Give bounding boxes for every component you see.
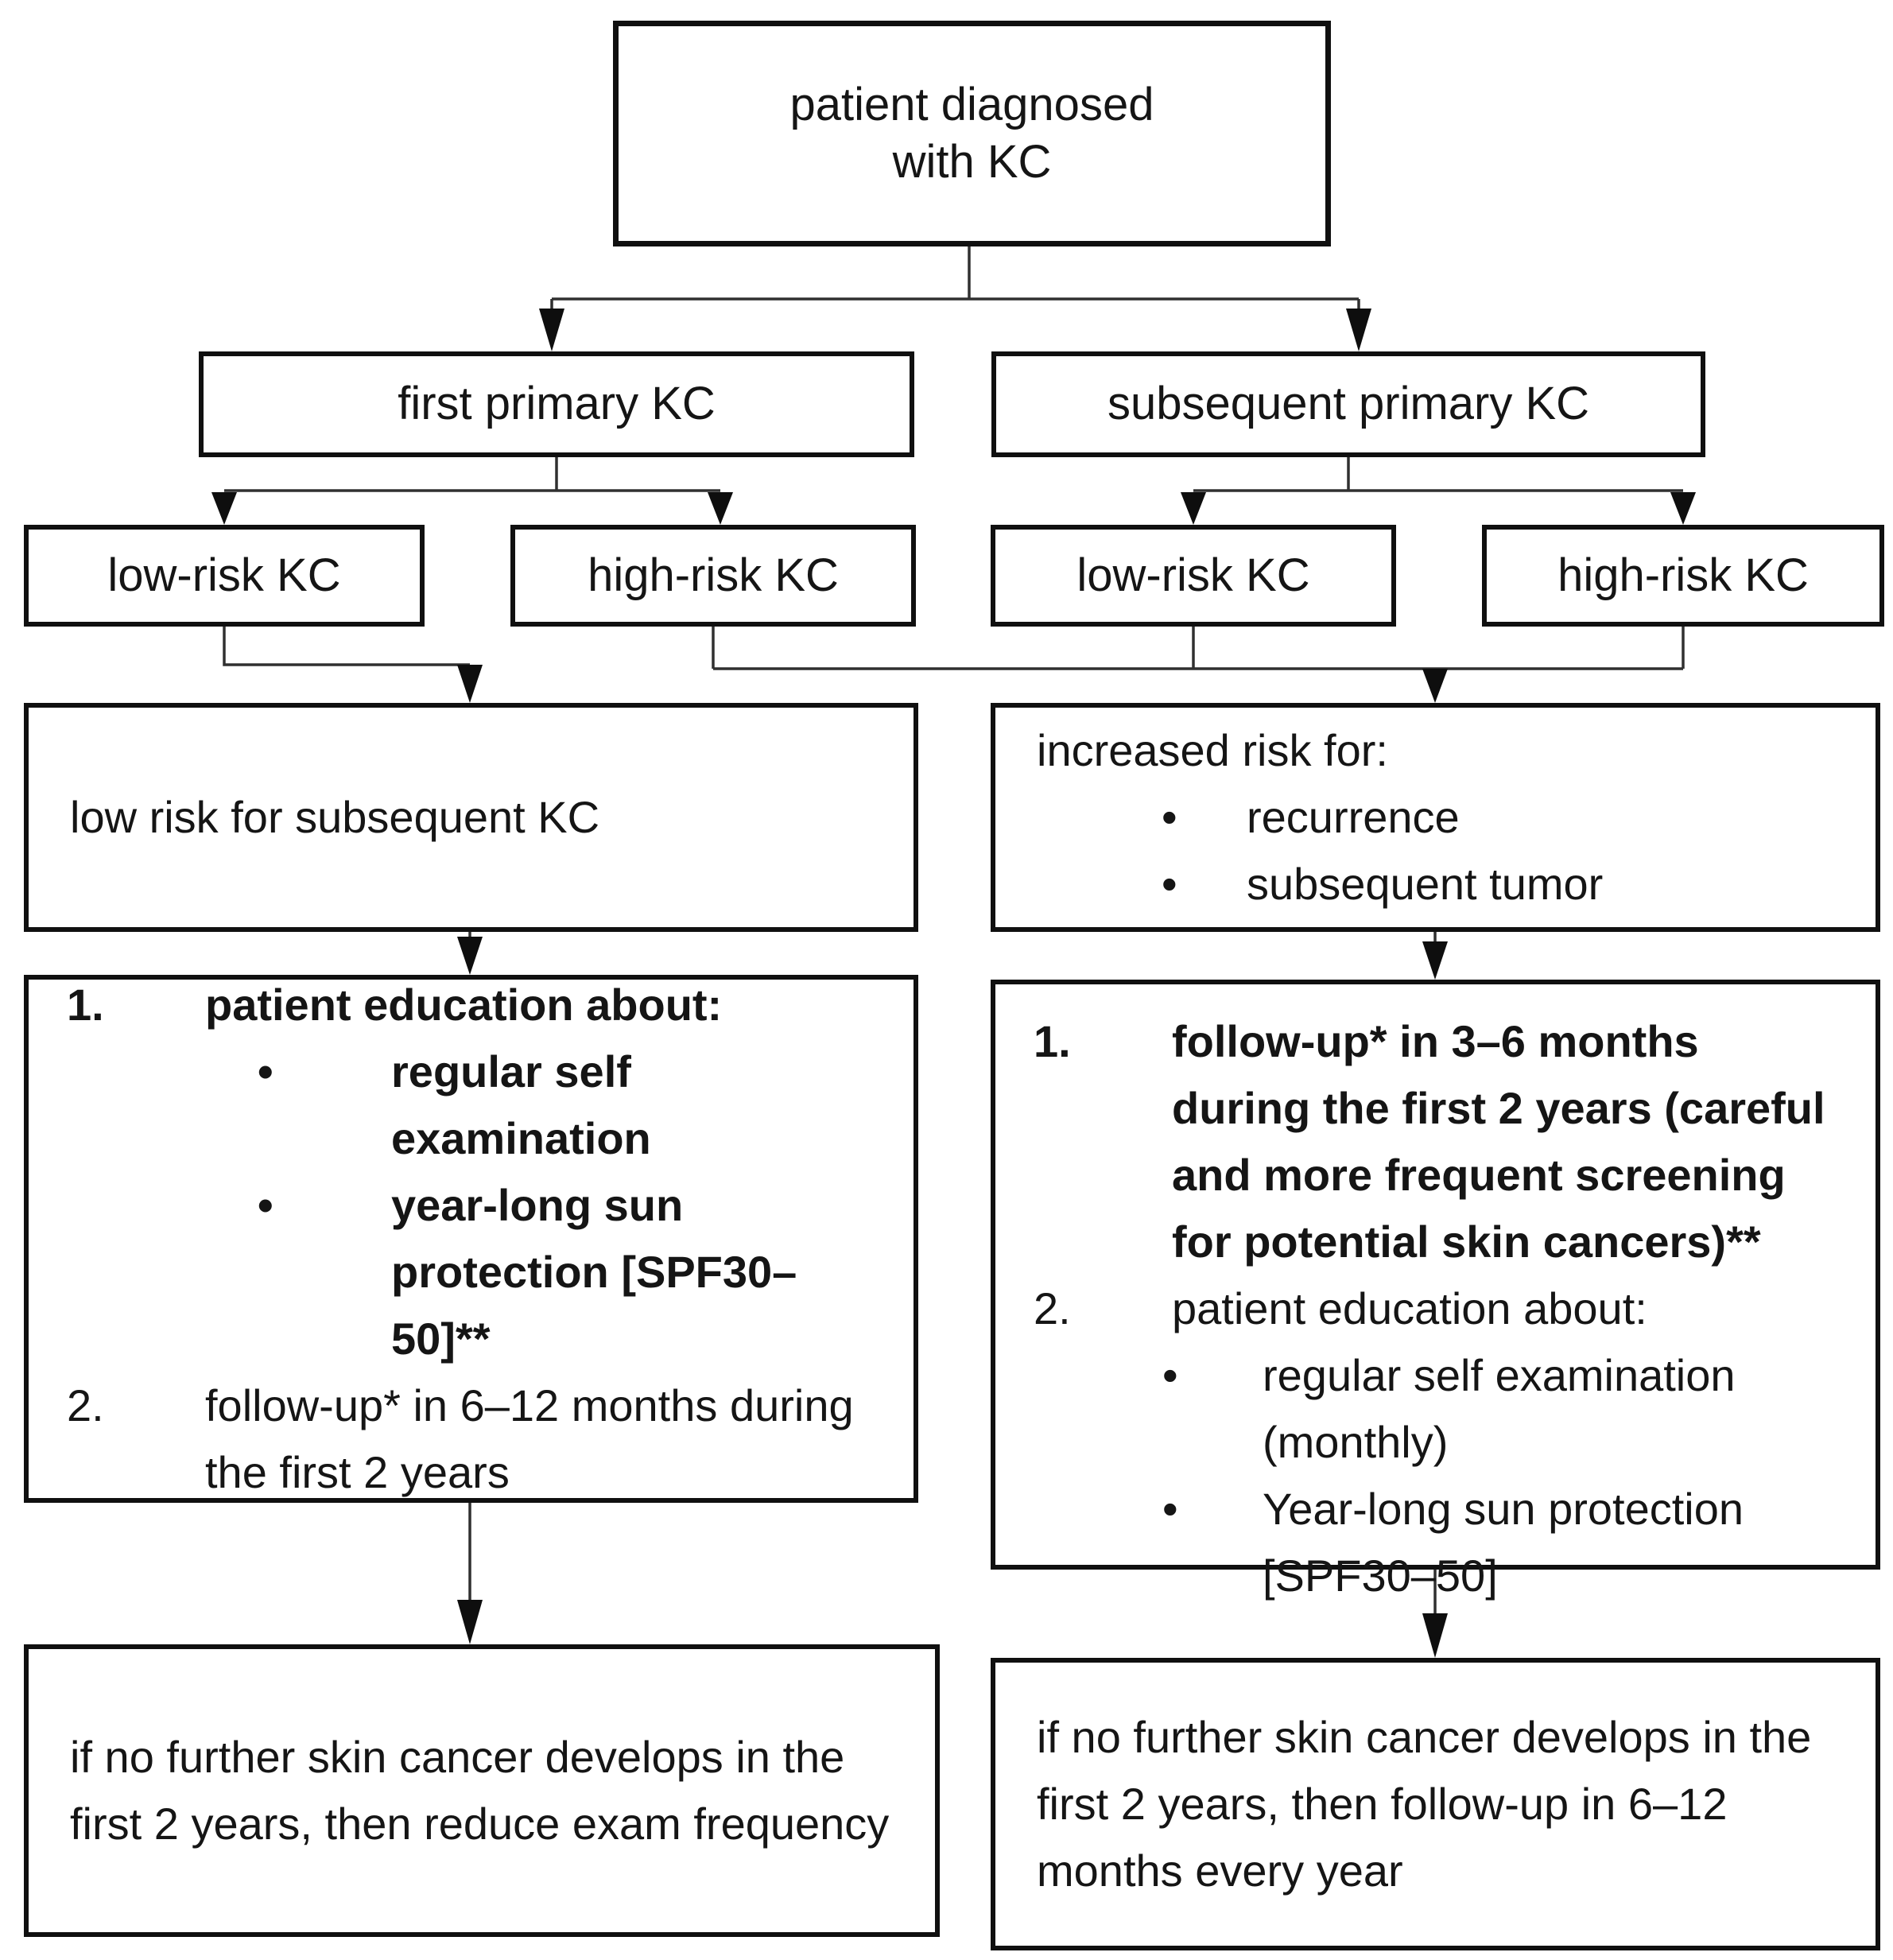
plan-increased-bullet-row: • Year-long sun protection [SPF30–50] — [1162, 1476, 1836, 1609]
arrowhead-to-final-low-risk — [457, 1600, 483, 1644]
plan-increased-item-2-text: patient education about: — [1172, 1283, 1647, 1333]
plan-increased-bullet-2: Year-long sun protection [SPF30–50] — [1263, 1484, 1744, 1601]
box-increased-risk-outcome: increased risk for: • recurrence • subse… — [991, 703, 1880, 932]
list-number: 1. — [1034, 1016, 1071, 1066]
list-number: 2. — [1034, 1283, 1071, 1333]
plan-low-bullet-row: • regular self examination — [258, 1038, 874, 1172]
arrowhead-to-final-increased-risk — [1422, 1613, 1448, 1658]
plan-low-bullet-row: • year-long sun protection [SPF30–50]** — [258, 1172, 874, 1372]
list-number: 2. — [67, 1380, 104, 1430]
plan-low-item-2: 2. follow-up* in 6–12 months during the … — [67, 1372, 874, 1506]
box-low-risk-kc-subsequent: low-risk KC — [991, 525, 1396, 627]
box-plan-low-risk: 1. patient education about: • regular se… — [24, 975, 918, 1503]
arrowhead-to-plan-increased-risk — [1422, 941, 1448, 980]
increased-risk-intro: increased risk for: — [1037, 725, 1388, 775]
bullet-icon: • — [1162, 1484, 1178, 1534]
root-line-1: patient diagnosed — [789, 78, 1154, 130]
increased-risk-bullet-2: subsequent tumor — [1247, 859, 1604, 909]
final-low-risk-text: if no further skin cancer develops in th… — [70, 1732, 890, 1849]
high-risk-first-label: high-risk KC — [588, 549, 839, 601]
arrowhead-to-low-risk-first — [211, 492, 237, 525]
plan-increased-bullet-1: regular self examination (monthly) — [1263, 1350, 1736, 1467]
plan-increased-item-2: 2. patient education about: — [1034, 1275, 1836, 1342]
box-subsequent-primary-kc: subsequent primary KC — [991, 351, 1705, 457]
final-increased-risk-text: if no further skin cancer develops in th… — [1037, 1712, 1812, 1896]
low-risk-first-label: low-risk KC — [107, 549, 341, 601]
arrowhead-to-high-risk-first — [708, 492, 733, 525]
bullet-icon: • — [1162, 792, 1177, 842]
plan-low-item-2-text: follow-up* in 6–12 months during the fir… — [205, 1380, 854, 1497]
box-low-risk-kc-first: low-risk KC — [24, 525, 425, 627]
arrowhead-to-subsequent-primary — [1346, 309, 1371, 351]
connector-low-risk-to-outcome — [223, 627, 470, 666]
subsequent-primary-label: subsequent primary KC — [1107, 378, 1590, 430]
arrowhead-to-increased-risk-outcome — [1422, 669, 1448, 703]
box-high-risk-kc-subsequent: high-risk KC — [1482, 525, 1884, 627]
increased-risk-bullet-row: • subsequent tumor — [1162, 851, 1844, 918]
bullet-icon: • — [1162, 1350, 1178, 1400]
box-followup-reduce-frequency: if no further skin cancer develops in th… — [24, 1644, 940, 1937]
plan-increased-item-1: 1. follow-up* in 3–6 months during the f… — [1034, 1008, 1836, 1275]
plan-increased-item-1-text: follow-up* in 3–6 months during the firs… — [1172, 1016, 1825, 1267]
plan-low-item-1: 1. patient education about: — [67, 972, 874, 1038]
bullet-icon: • — [1162, 859, 1177, 909]
box-followup-6-12-months: if no further skin cancer develops in th… — [991, 1658, 1880, 1950]
box-high-risk-kc-first: high-risk KC — [510, 525, 916, 627]
bullet-icon: • — [258, 1180, 273, 1230]
high-risk-subsequent-label: high-risk KC — [1557, 549, 1809, 601]
increased-risk-bullet-row: • recurrence — [1162, 784, 1844, 851]
plan-low-bullet-1: regular self examination — [391, 1046, 651, 1163]
arrowhead-to-first-primary — [539, 309, 564, 351]
low-risk-outcome-text: low risk for subsequent KC — [70, 792, 600, 842]
bullet-icon: • — [258, 1046, 273, 1096]
box-first-primary-kc: first primary KC — [199, 351, 914, 457]
list-number: 1. — [67, 980, 104, 1030]
plan-low-item-1-text: patient education about: — [205, 980, 723, 1030]
root-line-2: with KC — [892, 136, 1052, 188]
box-plan-increased-risk: 1. follow-up* in 3–6 months during the f… — [991, 980, 1880, 1601]
arrowhead-to-low-risk-subsequent — [1181, 492, 1206, 525]
box-patient-diagnosed: patient diagnosed with KC — [613, 21, 1331, 246]
arrowhead-to-low-risk-outcome — [457, 665, 483, 703]
box-low-risk-outcome: low risk for subsequent KC — [24, 703, 918, 932]
plan-low-bullet-2: year-long sun protection [SPF30–50]** — [391, 1180, 797, 1364]
increased-risk-bullet-1: recurrence — [1247, 792, 1460, 842]
arrowhead-to-plan-low-risk — [457, 937, 483, 975]
plan-increased-bullet-row: • regular self examination (monthly) — [1162, 1342, 1836, 1476]
low-risk-subsequent-label: low-risk KC — [1076, 549, 1310, 601]
arrowhead-to-high-risk-subsequent — [1670, 492, 1696, 525]
first-primary-label: first primary KC — [398, 378, 716, 430]
